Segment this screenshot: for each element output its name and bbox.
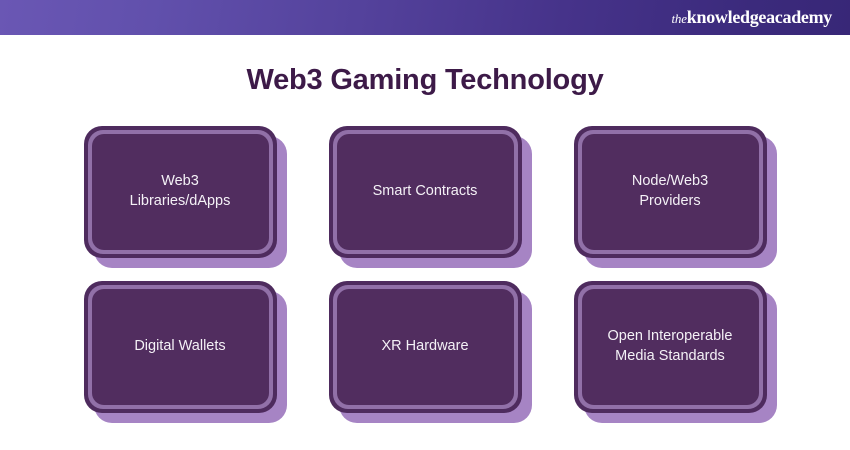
- brand-logo-the: the: [671, 11, 688, 26]
- brand-logo: theknowledgeacademy: [672, 8, 833, 27]
- card-inner-panel: Web3 Libraries/dApps: [91, 134, 269, 250]
- card-mid-ring: Web3 Libraries/dApps: [87, 130, 273, 254]
- technology-card-grid: Web3 Libraries/dApps Smart Contracts Nod…: [0, 126, 850, 423]
- technology-card[interactable]: Smart Contracts: [328, 126, 532, 268]
- brand-logo-name: knowledgeacademy: [686, 7, 833, 27]
- technology-card[interactable]: Node/Web3 Providers: [573, 126, 777, 268]
- card-mid-ring: Open Interoperable Media Standards: [577, 285, 763, 409]
- card-inner-panel: Open Interoperable Media Standards: [581, 289, 759, 405]
- card-inner-panel: Smart Contracts: [336, 134, 514, 250]
- card-inner-panel: Digital Wallets: [91, 289, 269, 405]
- card-label: Open Interoperable Media Standards: [607, 328, 733, 364]
- card-outer-ring: Digital Wallets: [83, 281, 277, 413]
- technology-card[interactable]: Web3 Libraries/dApps: [83, 126, 287, 268]
- technology-card[interactable]: Digital Wallets: [83, 281, 287, 423]
- card-label: Digital Wallets: [134, 338, 226, 355]
- technology-card[interactable]: Open Interoperable Media Standards: [573, 281, 777, 423]
- card-outer-ring: Node/Web3 Providers: [573, 126, 767, 258]
- card-label: Smart Contracts: [372, 183, 478, 200]
- card-outer-ring: Smart Contracts: [328, 126, 522, 258]
- technology-card[interactable]: XR Hardware: [328, 281, 532, 423]
- card-mid-ring: Node/Web3 Providers: [577, 130, 763, 254]
- card-outer-ring: Web3 Libraries/dApps: [83, 126, 277, 258]
- card-inner-panel: Node/Web3 Providers: [581, 134, 759, 250]
- card-label: XR Hardware: [381, 338, 469, 355]
- card-label: Node/Web3 Providers: [631, 173, 709, 209]
- card-mid-ring: Digital Wallets: [87, 285, 273, 409]
- page-header: theknowledgeacademy: [0, 0, 850, 35]
- card-mid-ring: XR Hardware: [332, 285, 518, 409]
- card-outer-ring: XR Hardware: [328, 281, 522, 413]
- card-outer-ring: Open Interoperable Media Standards: [573, 281, 767, 413]
- card-mid-ring: Smart Contracts: [332, 130, 518, 254]
- page-title: Web3 Gaming Technology: [246, 64, 604, 96]
- card-label: Web3 Libraries/dApps: [129, 173, 231, 209]
- card-inner-panel: XR Hardware: [336, 289, 514, 405]
